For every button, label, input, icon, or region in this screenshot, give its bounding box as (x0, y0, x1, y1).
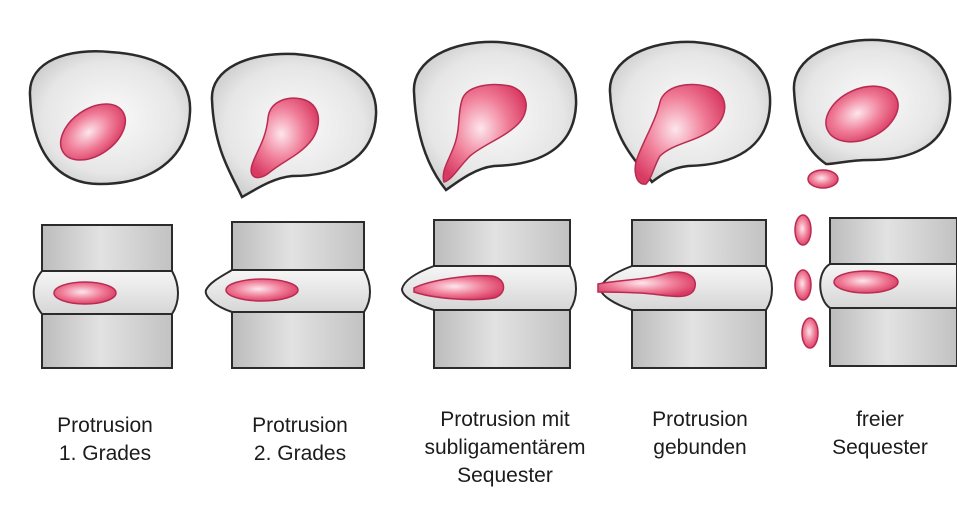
panel-1-axial-disc (30, 51, 190, 184)
vertebra-lower-1 (42, 314, 172, 368)
panel-5-sagittal (795, 215, 957, 366)
caption-panel-2: Protrusion 2. Grades (215, 412, 385, 468)
panel-4-sagittal (598, 220, 772, 368)
vertebra-lower-3 (434, 310, 570, 368)
vertebra-upper-3 (434, 220, 570, 266)
vertebra-upper-1 (42, 225, 172, 271)
caption-panel-3: Protrusion mit subligamentärem Sequester (400, 406, 610, 490)
caption-line: 1. Grades (20, 440, 190, 468)
vertebra-lower-5 (830, 308, 957, 366)
vertebra-upper-4 (632, 220, 766, 266)
caption-line: Sequester (400, 462, 610, 490)
free-fragment-2 (795, 270, 811, 300)
caption-panel-1: Protrusion 1. Grades (20, 412, 190, 468)
caption-line: subligamentärem (400, 434, 610, 462)
panel-3-sagittal (402, 220, 576, 368)
caption-line: gebunden (625, 434, 775, 462)
caption-line: Sequester (815, 434, 945, 462)
vertebra-lower-2 (232, 312, 364, 368)
vertebra-lower-4 (632, 310, 766, 368)
caption-line: Protrusion (625, 406, 775, 434)
vertebra-upper-2 (232, 222, 364, 270)
panel-4-axial-disc (610, 42, 770, 184)
caption-line: Protrusion (20, 412, 190, 440)
panel-5-axial-disc (794, 40, 950, 188)
caption-line: Protrusion mit (400, 406, 610, 434)
nucleus-sagittal-5 (834, 271, 898, 293)
nucleus-sagittal-1 (54, 282, 116, 304)
free-fragment-3 (802, 318, 818, 348)
panel-2-axial-disc (212, 54, 376, 197)
panel-2-sagittal (206, 222, 370, 368)
caption-panel-5: freier Sequester (815, 406, 945, 462)
caption-line: Protrusion (215, 412, 385, 440)
caption-line: freier (815, 406, 945, 434)
nucleus-sagittal-2 (226, 279, 298, 301)
panel-3-axial-disc (414, 42, 576, 190)
caption-panel-4: Protrusion gebunden (625, 406, 775, 462)
free-fragment-1 (795, 215, 811, 245)
free-fragment-axial-5 (808, 170, 838, 188)
vertebra-upper-5 (830, 218, 957, 264)
panel-1-sagittal (34, 225, 178, 368)
caption-line: 2. Grades (215, 440, 385, 468)
